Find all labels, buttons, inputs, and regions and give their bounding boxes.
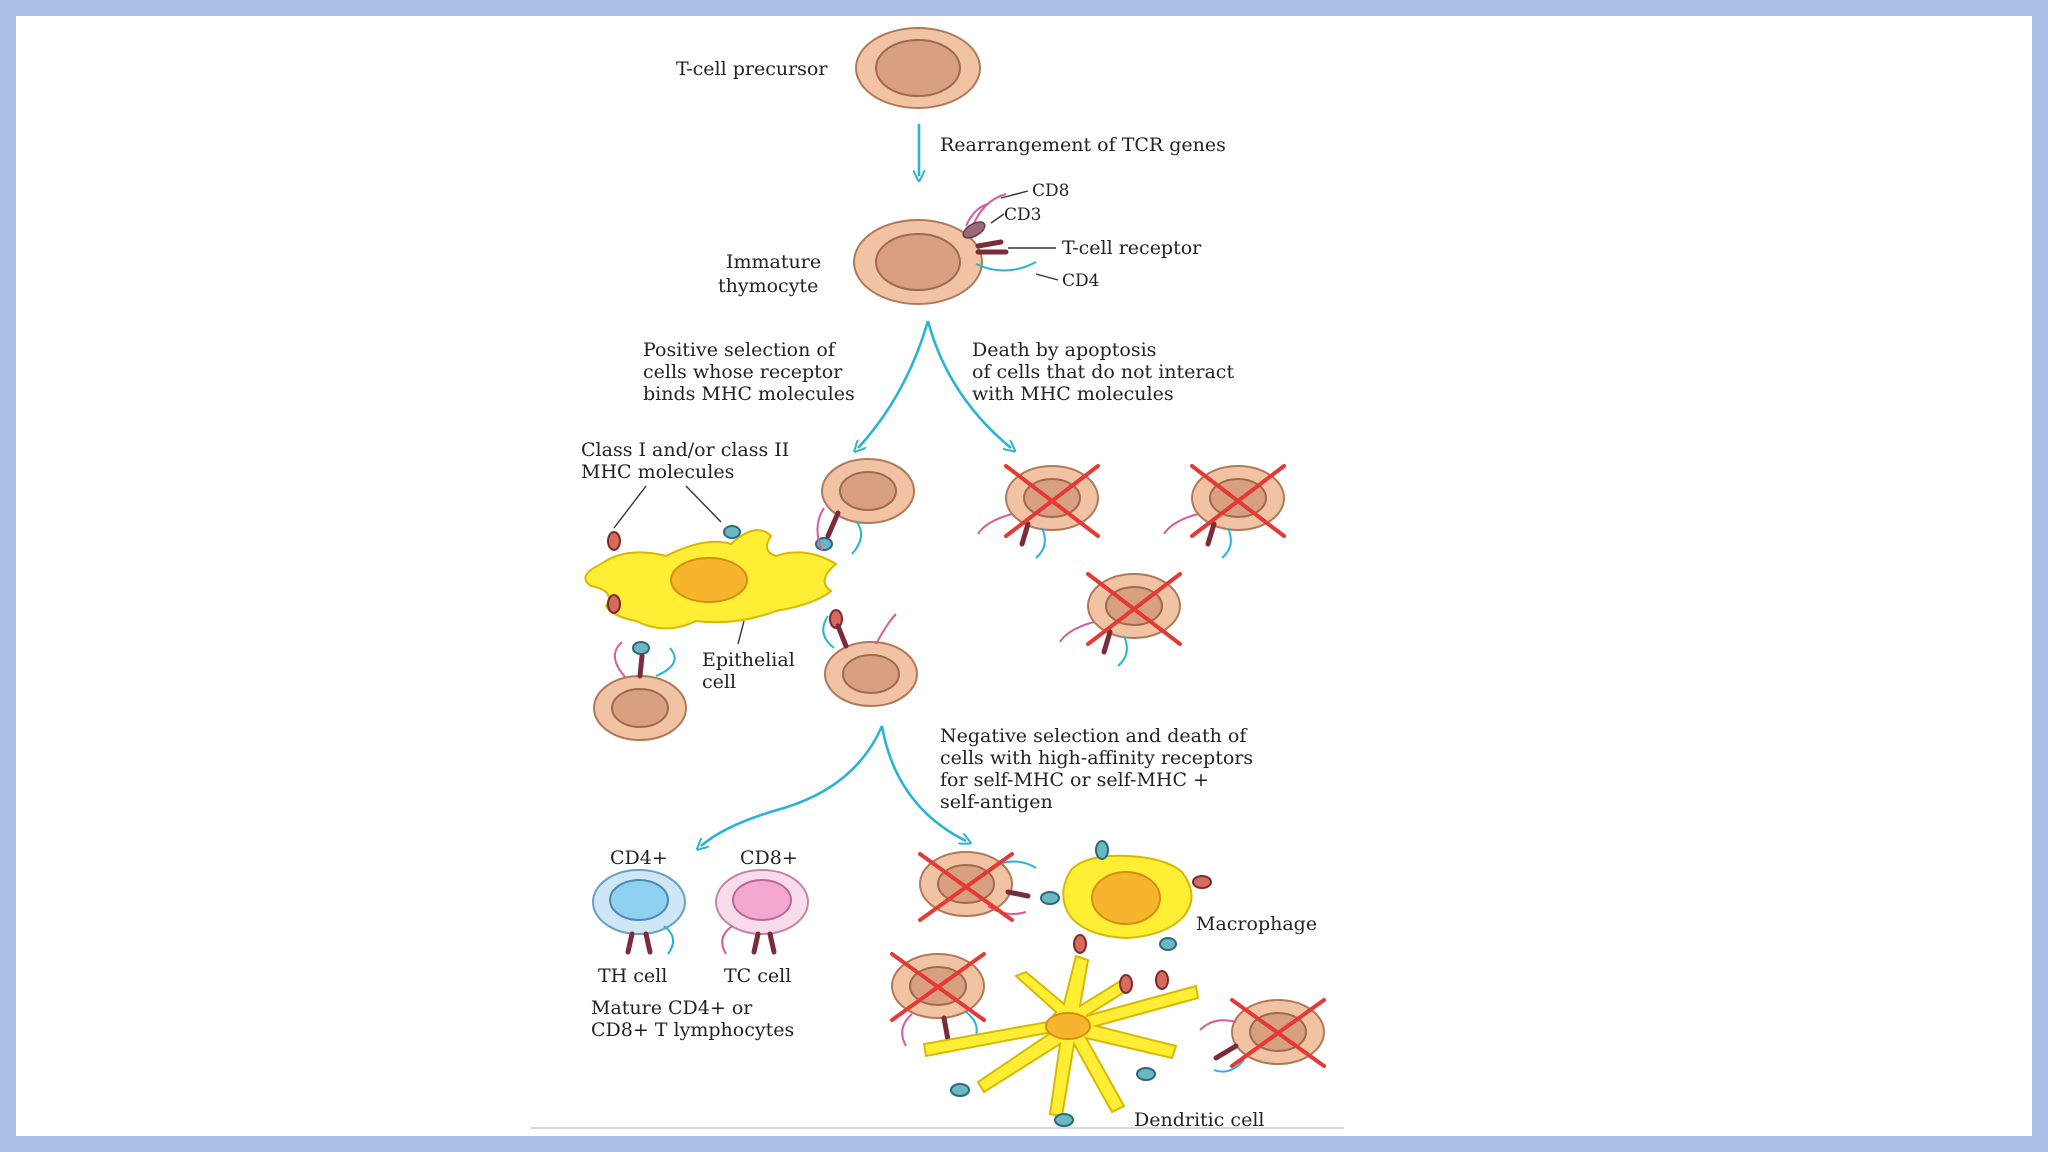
precursor-label: T-cell precursor [676,58,828,80]
negative-label-1: Negative selection and death of [940,725,1248,747]
epithelial-leader [737,620,745,645]
negative-dying-cell-3 [1199,998,1326,1073]
cd3-leader [990,213,1005,224]
cd4-plus-label: CD4+ [610,847,668,869]
positive-label-3: binds MHC molecules [643,383,855,405]
macrophage-label: Macrophage [1196,913,1317,935]
cd4-leader [1035,273,1059,281]
negative-label-2: cells with high-affinity receptors [940,747,1253,769]
epithelial-label-2: cell [702,671,736,693]
cd4-label: CD4 [1062,271,1099,291]
mhc-leader-2 [685,485,722,523]
death-arrow [926,320,1011,448]
tcr-label: T-cell receptor [1062,237,1202,259]
dendritic-label: Dendritic cell [1134,1109,1264,1131]
positive-cell-left [593,641,687,741]
mature-label-1: Mature CD4+ or [591,997,753,1019]
immature-label-1: Immature [726,251,821,273]
epithelial-label-1: Epithelial [702,649,795,671]
mature-arrow [701,725,884,846]
death-label-3: with MHC molecules [972,383,1174,405]
negative-label-4: self-antigen [940,791,1053,813]
mhc-label-2: MHC molecules [581,461,734,483]
negative-arrow [880,725,966,841]
cd8-label: CD8 [1032,181,1069,201]
apoptotic-cell-1 [977,464,1100,559]
negative-dying-cell-1 [918,851,1037,922]
th-cell-label: TH cell [598,965,667,987]
dendritic-cell [922,954,1200,1127]
positive-cell-top [816,458,915,555]
epithelial-cell [584,525,843,655]
positive-cell-right [822,613,918,707]
precursor-cell [855,27,981,109]
mhc-leader-1 [613,485,647,529]
positive-label-2: cells whose receptor [643,361,843,383]
immature-thymocyte [853,193,1037,305]
negative-dying-cell-2 [890,952,986,1047]
death-label-2: of cells that do not interact [972,361,1234,383]
slide: T-cell precursor Rearrangement of TCR ge… [16,16,2032,1136]
mature-label-2: CD8+ T lymphocytes [591,1019,794,1041]
tc-cell-label: TC cell [724,965,791,987]
apoptotic-cell-3 [1059,572,1182,667]
cd8-plus-label: CD8+ [740,847,798,869]
thymic-selection-diagram: T-cell precursor Rearrangement of TCR ge… [531,27,1344,1131]
positive-label-1: Positive selection of [643,339,837,361]
macrophage [1040,840,1212,954]
mhc-label-1: Class I and/or class II [581,439,789,461]
apoptotic-cell-2 [1163,464,1286,559]
th-cell [592,869,686,955]
cd3-label: CD3 [1004,205,1041,225]
rearrangement-label: Rearrangement of TCR genes [940,134,1226,156]
death-label-1: Death by apoptosis [972,339,1156,361]
tc-cell [715,869,809,955]
positive-arrow [858,320,930,448]
immature-label-2: thymocyte [718,275,818,297]
negative-label-3: for self-MHC or self-MHC + [940,769,1209,791]
cd8-leader [1000,190,1029,199]
